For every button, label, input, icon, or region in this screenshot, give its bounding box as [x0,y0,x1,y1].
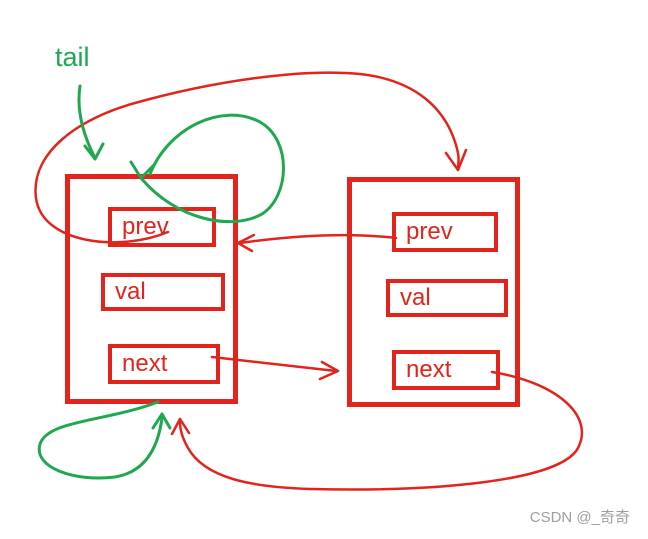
node-right-next-field: next [392,350,500,390]
node-right-next-label: next [406,356,452,383]
node-left-prev-field: prev [108,207,216,247]
node-right-prev-label: prev [406,218,453,245]
node-left-val-label: val [115,278,146,305]
node-right-val-field: val [386,279,508,317]
watermark: CSDN @_奇奇 [529,509,630,526]
node-right-prev-field: prev [392,212,498,252]
green-arrow-tail-pointer-icon [77,84,105,161]
node-right-val-label: val [400,284,431,311]
node-right: prev val next [347,177,520,407]
green-arrow-bottom-self-loop-icon [37,400,172,480]
node-left: prev val next [65,174,238,404]
node-left-next-label: next [122,350,168,377]
tail-label: tail [55,42,90,72]
node-left-val-field: val [101,273,225,311]
node-left-prev-label: prev [122,213,169,240]
node-left-next-field: next [108,344,220,384]
